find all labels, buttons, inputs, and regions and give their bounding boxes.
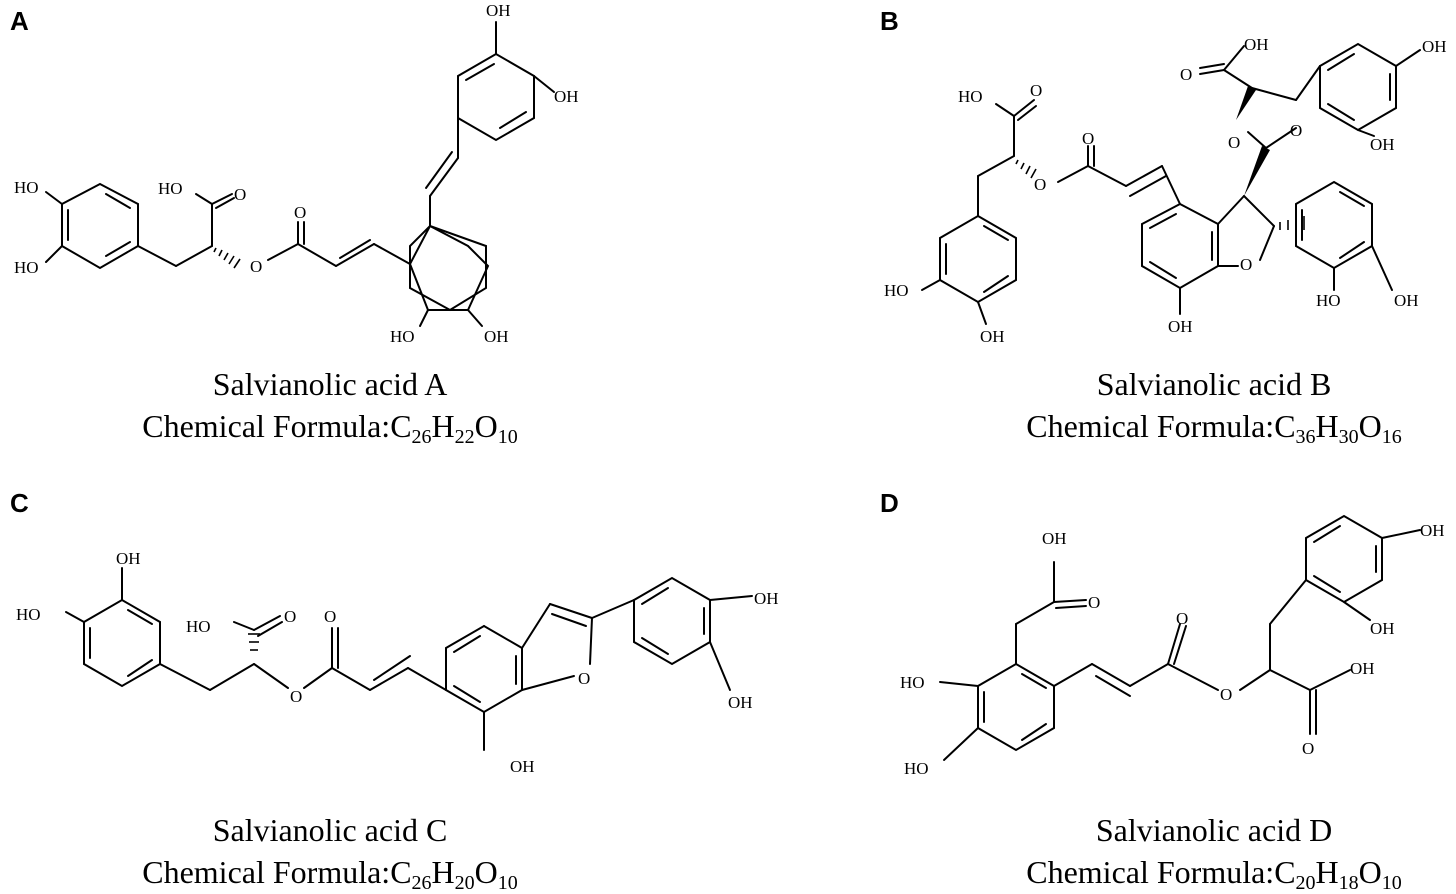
- formula-count: 22: [454, 426, 475, 448]
- atom-label: O: [1302, 739, 1314, 758]
- atom-label: O: [1180, 65, 1192, 84]
- atom-label: HO: [884, 281, 909, 300]
- panel-letter-a: A: [10, 6, 29, 36]
- formula-count: 26: [411, 426, 432, 448]
- atom-label: OH: [1420, 521, 1445, 540]
- atom-label: O: [1030, 81, 1042, 100]
- formula-element: H: [1315, 854, 1339, 890]
- formula-element: H: [431, 854, 455, 890]
- atom-label: HO: [14, 258, 39, 277]
- formula-element: C: [1274, 854, 1296, 890]
- formula-element: O: [1358, 408, 1382, 444]
- caption-name-a: Salvianolic acid A: [212, 366, 448, 402]
- formula-element: O: [474, 854, 498, 890]
- formula-element: O: [1358, 854, 1382, 890]
- atom-label: OH: [980, 327, 1005, 346]
- formula-element: H: [431, 408, 455, 444]
- atom-label: HO: [958, 87, 983, 106]
- formula-count: 10: [497, 872, 518, 894]
- atom-label: OH: [1370, 619, 1395, 638]
- caption-formula-a: Chemical Formula:C26H22O10: [80, 408, 580, 447]
- formula-prefix: Chemical Formula:: [1026, 408, 1275, 444]
- atom-label: OH: [1350, 659, 1375, 678]
- formula-count: 36: [1295, 426, 1316, 448]
- formula-prefix: Chemical Formula:: [142, 854, 391, 890]
- panel-letter-c: C: [10, 488, 29, 518]
- formula-count: 26: [411, 872, 432, 894]
- atom-label: O: [1176, 609, 1188, 628]
- formula-count: 30: [1338, 426, 1359, 448]
- atom-label: HO: [900, 673, 925, 692]
- formula-element: C: [1274, 408, 1296, 444]
- structure-salvianolic-acid-a: [45, 21, 555, 327]
- atom-label: HO: [390, 327, 415, 346]
- atom-label: O: [290, 687, 302, 706]
- atom-label: O: [1088, 593, 1100, 612]
- panel-letter-d: D: [880, 488, 899, 518]
- atom-label: OH: [1422, 37, 1447, 56]
- caption-formula-c: Chemical Formula:C26H20O10: [80, 854, 580, 893]
- atom-label: OH: [1394, 291, 1419, 310]
- atom-label: O: [1034, 175, 1046, 194]
- structure-salvianolic-acid-d: [939, 514, 1421, 761]
- atom-label: O: [234, 185, 246, 204]
- atom-label: OH: [1370, 135, 1395, 154]
- atom-label: HO: [158, 179, 183, 198]
- formula-element: O: [474, 408, 498, 444]
- atom-label: HO: [16, 605, 41, 624]
- atom-label: OH: [510, 757, 535, 776]
- atom-label: O: [1290, 121, 1302, 140]
- formula-count: 18: [1338, 872, 1359, 894]
- caption-name-d: Salvianolic acid D: [1095, 812, 1333, 848]
- atom-label: OH: [728, 693, 753, 712]
- atom-label: O: [1240, 255, 1252, 274]
- atom-label: OH: [1244, 35, 1269, 54]
- structure-salvianolic-acid-b: [921, 42, 1421, 325]
- atom-label: O: [250, 257, 262, 276]
- atom-label: O: [1220, 685, 1232, 704]
- formula-prefix: Chemical Formula:: [1026, 854, 1275, 890]
- formula-element: C: [390, 408, 412, 444]
- caption-formula-d: Chemical Formula:C20H18O10: [964, 854, 1456, 893]
- atom-label: O: [1228, 133, 1240, 152]
- panel-letter-b: B: [880, 6, 899, 36]
- atom-label: O: [284, 607, 296, 626]
- structure-salvianolic-acid-c: [65, 567, 753, 751]
- atom-label: OH: [486, 1, 511, 20]
- caption-name-b: Salvianolic acid B: [1096, 366, 1332, 402]
- atom-label: O: [294, 203, 306, 222]
- atom-label: OH: [754, 589, 779, 608]
- atom-label: HO: [14, 178, 39, 197]
- atom-label: OH: [116, 549, 141, 568]
- atom-label: O: [1082, 129, 1094, 148]
- formula-count: 16: [1381, 426, 1402, 448]
- atom-label: HO: [1316, 291, 1341, 310]
- caption-formula-b: Chemical Formula:C36H30O16: [964, 408, 1456, 447]
- atom-label: OH: [554, 87, 579, 106]
- formula-prefix: Chemical Formula:: [142, 408, 391, 444]
- atom-label: HO: [904, 759, 929, 778]
- atom-label: OH: [1042, 529, 1067, 548]
- formula-element: C: [390, 854, 412, 890]
- atom-label: O: [324, 607, 336, 626]
- formula-count: 20: [454, 872, 475, 894]
- formula-count: 20: [1295, 872, 1316, 894]
- formula-count: 10: [1381, 872, 1402, 894]
- formula-count: 10: [497, 426, 518, 448]
- atom-label: HO: [186, 617, 211, 636]
- atom-label: O: [578, 669, 590, 688]
- atom-label: OH: [1168, 317, 1193, 336]
- caption-name-c: Salvianolic acid C: [212, 812, 448, 848]
- formula-element: H: [1315, 408, 1339, 444]
- atom-label: OH: [484, 327, 509, 346]
